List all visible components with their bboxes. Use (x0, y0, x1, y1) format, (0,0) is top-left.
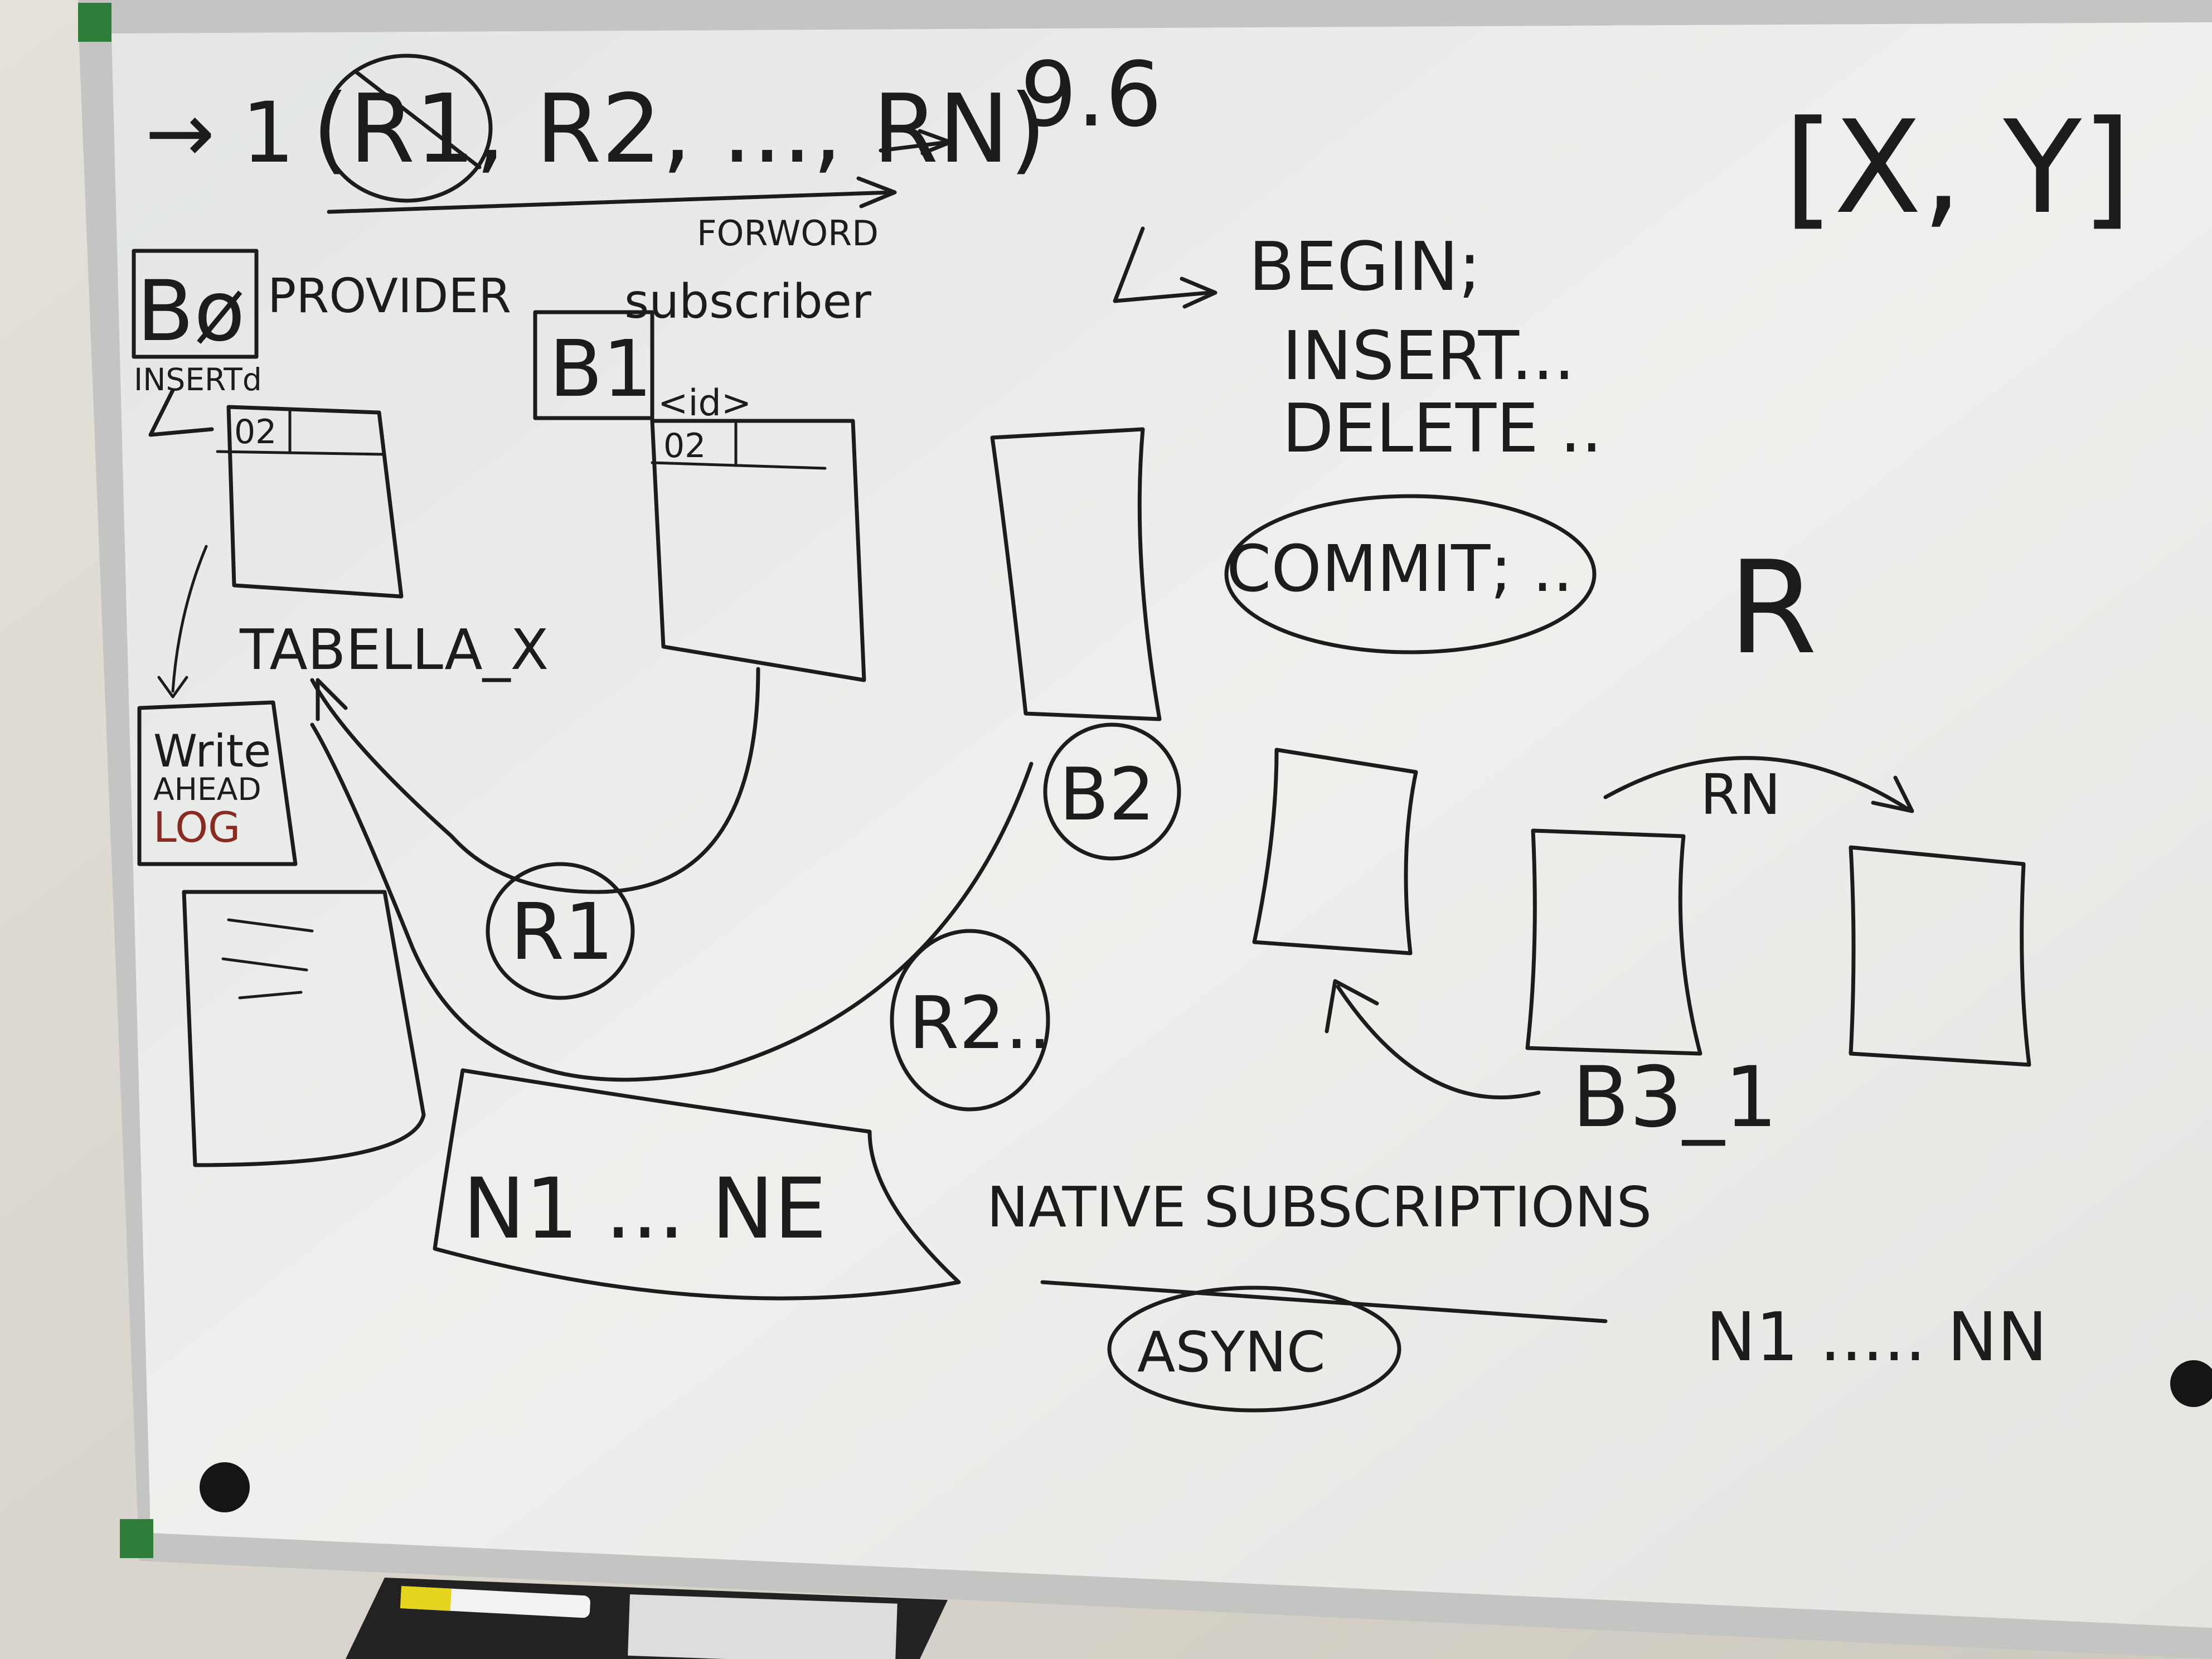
board-surface (111, 22, 2212, 1628)
corner-cap-top-left (78, 3, 111, 42)
tuple-prefix: → 1 (145, 85, 295, 182)
subscriber-node: B1 (549, 324, 652, 415)
b2-ellipse (1043, 722, 1181, 861)
commit-ellipse (1224, 494, 1597, 654)
wal-line-2: AHEAD (153, 772, 261, 807)
replica-table-b2 (990, 427, 1162, 721)
insert-label: INSERT... (1282, 318, 1575, 395)
document-shape (182, 890, 426, 1167)
r-label: R (1728, 534, 1817, 683)
r2-ellipse (890, 929, 1050, 1112)
subscriber-table (650, 419, 866, 682)
provider-node: Bø (137, 263, 245, 360)
wal-line-3: LOG (153, 803, 240, 852)
bottom-group: N1 ... NE NATIVE SUBSCRIPTIONS ASYNC N1 … (433, 1068, 2048, 1413)
n-box-label: N1 ... NE (463, 1161, 827, 1258)
r1-circle (321, 54, 493, 203)
subscriber-node-box (533, 310, 654, 420)
wal-line-1: Write (153, 725, 271, 777)
delete-label: DELETE .. (1282, 390, 1602, 468)
r1-ellipse (486, 862, 635, 1000)
provider-cell: 02 (234, 413, 276, 452)
begin-label: BEGIN; (1249, 229, 1481, 306)
replication-group: R1 R2.. B2 (310, 667, 1181, 1112)
wal-box (137, 700, 298, 866)
b3-label: B3_1 (1572, 1049, 1778, 1146)
magnet-icon (2170, 1360, 2212, 1407)
tuple-group: → 1 (R1, R2, ..., RN) FORWORD 9.6 (145, 42, 1162, 254)
magnet-icon (200, 1462, 250, 1512)
subscriber-label: subscriber (624, 274, 871, 329)
r2-label: R2.. (909, 981, 1051, 1065)
provider-node-box (132, 249, 259, 359)
insert-small-label: INSERTd (134, 362, 262, 397)
transaction-group: BEGIN; INSERT... DELETE .. COMMIT; .. R (1113, 226, 1817, 683)
provider-label: PROVIDER (268, 269, 511, 324)
native-label: NATIVE SUBSCRIPTIONS (987, 1175, 1652, 1240)
async-ellipse (1107, 1286, 1401, 1413)
table-name: TABELLA_X (239, 617, 549, 682)
rn-label: RN (1700, 762, 1781, 827)
corner-cap-bottom-left (120, 1519, 153, 1558)
version-label: 9.6 (1020, 42, 1162, 147)
tuple-items: (R1, R2, ..., RN) (312, 74, 1046, 185)
subscriber-cell: 02 (663, 426, 706, 465)
forward-arrow (327, 176, 897, 214)
n-range-label: N1 ..... NN (1706, 1299, 2048, 1376)
forward-label: FORWORD (697, 213, 879, 254)
bracket-xy: [X, Y] (1784, 94, 2132, 242)
marker-tray (346, 1578, 948, 1659)
right-box-1 (1252, 748, 1418, 955)
right-box-2 (1525, 828, 1702, 1056)
provider-group: Bø PROVIDER INSERTd 02 TABELLA_X Write A… (132, 249, 549, 1167)
async-label: ASYNC (1137, 1320, 1326, 1385)
b2-label: B2 (1059, 752, 1155, 837)
subscriber-group: subscriber B1 <id> 02 (533, 274, 871, 682)
r1-label: R1 (510, 887, 614, 978)
right-cluster-group: RN B3_1 (1252, 748, 2031, 1146)
id-label: <id> (658, 382, 751, 424)
commit-label: COMMIT; .. (1226, 532, 1573, 607)
right-box-3 (1849, 845, 2031, 1067)
n-box (433, 1068, 961, 1301)
provider-table (226, 405, 404, 599)
